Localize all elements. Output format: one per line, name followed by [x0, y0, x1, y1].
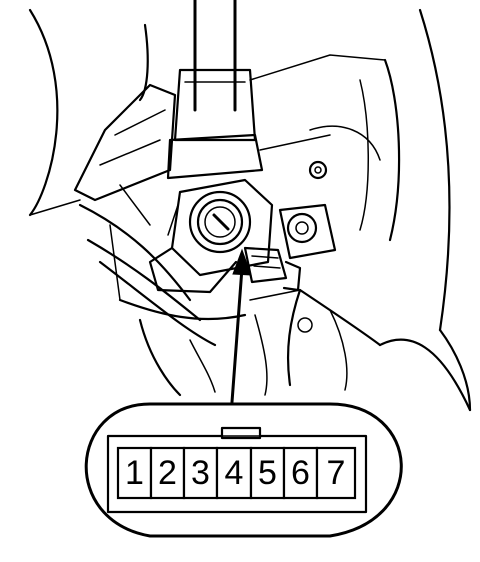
pin-number-1: 1: [125, 454, 144, 492]
connector-pin-2: 2: [149, 446, 186, 500]
connector-callout: 1 2 3 4 5 6 7: [84, 402, 403, 538]
connector-pin-5: 5: [249, 446, 286, 500]
pin-number-6: 6: [291, 454, 310, 492]
pin-number-2: 2: [158, 454, 177, 492]
connector-pin-6: 6: [282, 446, 319, 500]
connector-pin-1: 1: [116, 446, 153, 500]
connector-pin-3: 3: [182, 446, 219, 500]
pin-number-4: 4: [225, 454, 244, 492]
steering-column-illustration: [28, 0, 472, 412]
callout-arrow: [230, 248, 252, 404]
connector-pin-7: 7: [315, 446, 357, 500]
pin-number-3: 3: [191, 454, 210, 492]
connector-pin-row: 1 2 3 4 5 6 7: [116, 446, 357, 500]
connector-lock-tab: [220, 426, 262, 440]
pin-number-7: 7: [327, 454, 346, 492]
connector-pin-4: 4: [215, 446, 253, 500]
pin-number-5: 5: [258, 454, 277, 492]
